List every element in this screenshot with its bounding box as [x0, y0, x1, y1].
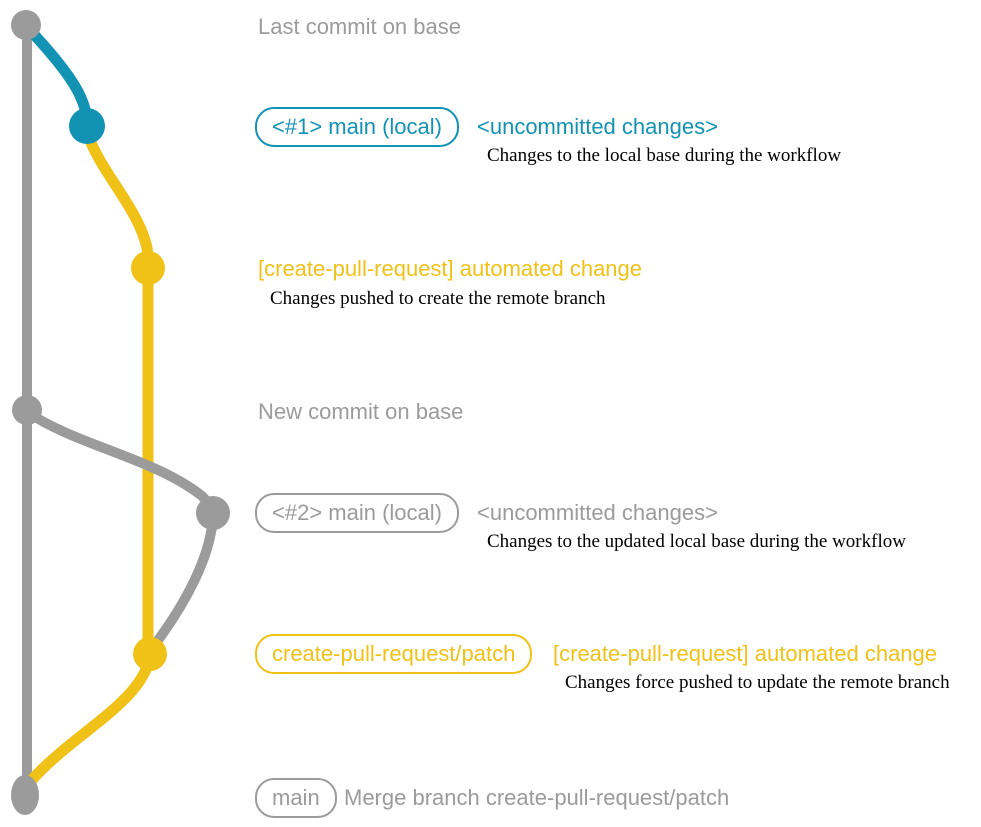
description-uncommitted-changes-1: Changes to the local base during the wor… [487, 145, 842, 166]
merge-line [25, 650, 156, 787]
description-automated-change-1: Changes pushed to create the remote bran… [270, 288, 606, 309]
commit-node-last-base [11, 10, 41, 40]
headline-uncommitted-changes-2: <uncommitted changes> [477, 500, 718, 525]
headline-automated-change-1: [create-pull-request] automated change [258, 256, 643, 281]
headline-automated-change-2: [create-pull-request] automated change [553, 641, 938, 666]
branch-badge-main-local-2: <#2> main (local) [255, 493, 459, 533]
description-uncommitted-changes-2: Changes to the updated local base during… [487, 531, 906, 552]
description-automated-change-2: Changes force pushed to update the remot… [565, 672, 950, 693]
rebase-to-patch-line [148, 509, 218, 652]
commit-node-automated-1 [131, 251, 165, 285]
commit-node-local-main-2 [196, 496, 230, 530]
label-last-commit-on-base: Last commit on base [258, 14, 461, 39]
patch-branch-line [80, 122, 154, 659]
branch-badge-create-pull-request-patch: create-pull-request/patch [255, 634, 533, 674]
label-new-commit-on-base: New commit on base [258, 399, 464, 424]
local-changes-1-line [21, 21, 92, 128]
branch-badge-main-local-1: <#1> main (local) [255, 107, 459, 147]
local-changes-2-line [22, 407, 218, 517]
commit-node-automated-2 [133, 637, 167, 671]
commit-graph [11, 10, 230, 815]
commit-node-new-base [12, 395, 42, 425]
headline-merge-branch: Merge branch create-pull-request/patch [344, 785, 730, 810]
branch-badge-main: main [255, 778, 337, 818]
commit-node-merge [11, 775, 39, 815]
headline-uncommitted-changes-1: <uncommitted changes> [477, 114, 718, 139]
commit-node-local-main-1 [69, 108, 105, 144]
